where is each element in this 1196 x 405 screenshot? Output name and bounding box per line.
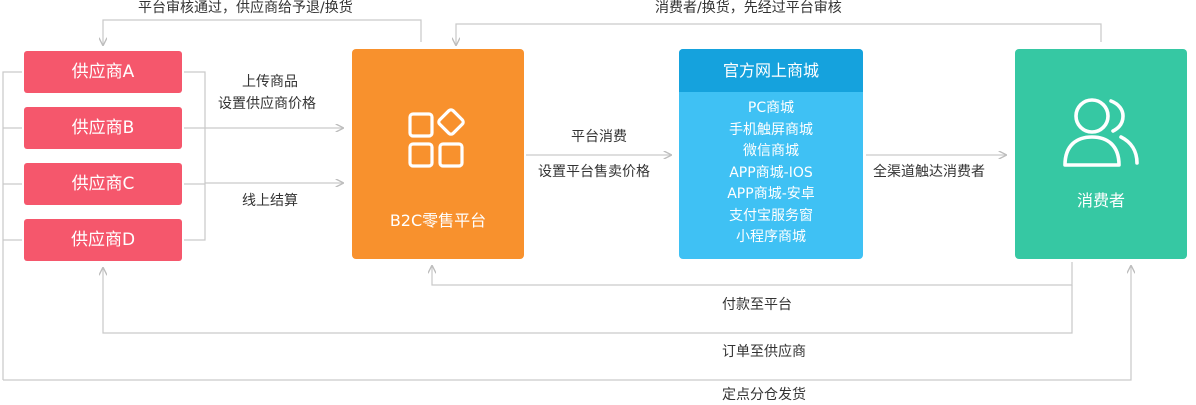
users-icon — [1063, 98, 1139, 167]
mall-channel: APP商城-安卓 — [727, 186, 815, 202]
supplier-d-label: 供应商D — [70, 230, 136, 250]
grid-apps-icon — [408, 108, 465, 168]
supplier-bracket-right — [184, 71, 206, 241]
supplier-a: 供应商A — [24, 51, 182, 93]
supplier-a-label: 供应商A — [71, 62, 135, 82]
supplier-bracket-left — [2, 71, 22, 380]
b2c-title: B2C零售平台 — [389, 211, 487, 230]
label-shipping: 定点分仓发货 — [722, 387, 806, 403]
payment-arrow — [432, 262, 1073, 286]
supplier-c: 供应商C — [24, 163, 182, 205]
mall-channel: 手机触屏商城 — [729, 121, 813, 138]
online-mall-title: 官方网上商城 — [679, 49, 863, 92]
b2c-platform-box: B2C零售平台 — [352, 49, 524, 259]
consumer-box: 消费者 — [1015, 49, 1187, 259]
label-consumer-return: 消费者/换货，先经过平台审核 — [655, 0, 842, 16]
online-mall-box: 官方网上商城 PC商城 手机触屏商城 微信商城 APP商城-IOS APP商城-… — [679, 49, 863, 259]
label-supplier-return: 平台审核通过，供应商给予退/换货 — [138, 0, 353, 16]
consumer-title: 消费者 — [1076, 191, 1125, 210]
mall-channel: APP商城-IOS — [729, 164, 813, 181]
label-settlement: 线上结算 — [242, 193, 298, 209]
supplier-d: 供应商D — [24, 219, 182, 261]
supplier-b-label: 供应商B — [71, 118, 135, 138]
label-order-supplier: 订单至供应商 — [722, 344, 806, 360]
label-platform-price: 设置平台售卖价格 — [538, 164, 650, 180]
label-pay-platform: 付款至平台 — [722, 297, 792, 313]
mall-channel: 小程序商城 — [736, 229, 806, 245]
label-omnichannel: 全渠道触达消费者 — [873, 164, 985, 180]
shipping-arrow — [3, 266, 1131, 381]
label-supplier-price: 设置供应商价格 — [218, 96, 316, 112]
mall-channel: PC商城 — [747, 100, 795, 116]
return-arrow-platform — [456, 23, 1102, 45]
label-platform-consume: 平台消费 — [571, 129, 627, 145]
order-arrow — [103, 268, 1073, 334]
mall-channel-list: PC商城 手机触屏商城 微信商城 APP商城-IOS APP商城-安卓 支付宝服… — [679, 92, 863, 249]
return-arrow-suppliers — [103, 19, 422, 45]
label-upload-goods: 上传商品 — [242, 74, 298, 90]
mall-channel: 微信商城 — [743, 143, 799, 159]
supplier-c-label: 供应商C — [71, 174, 135, 194]
mall-channel: 支付宝服务窗 — [729, 207, 813, 224]
supplier-b: 供应商B — [24, 107, 182, 149]
